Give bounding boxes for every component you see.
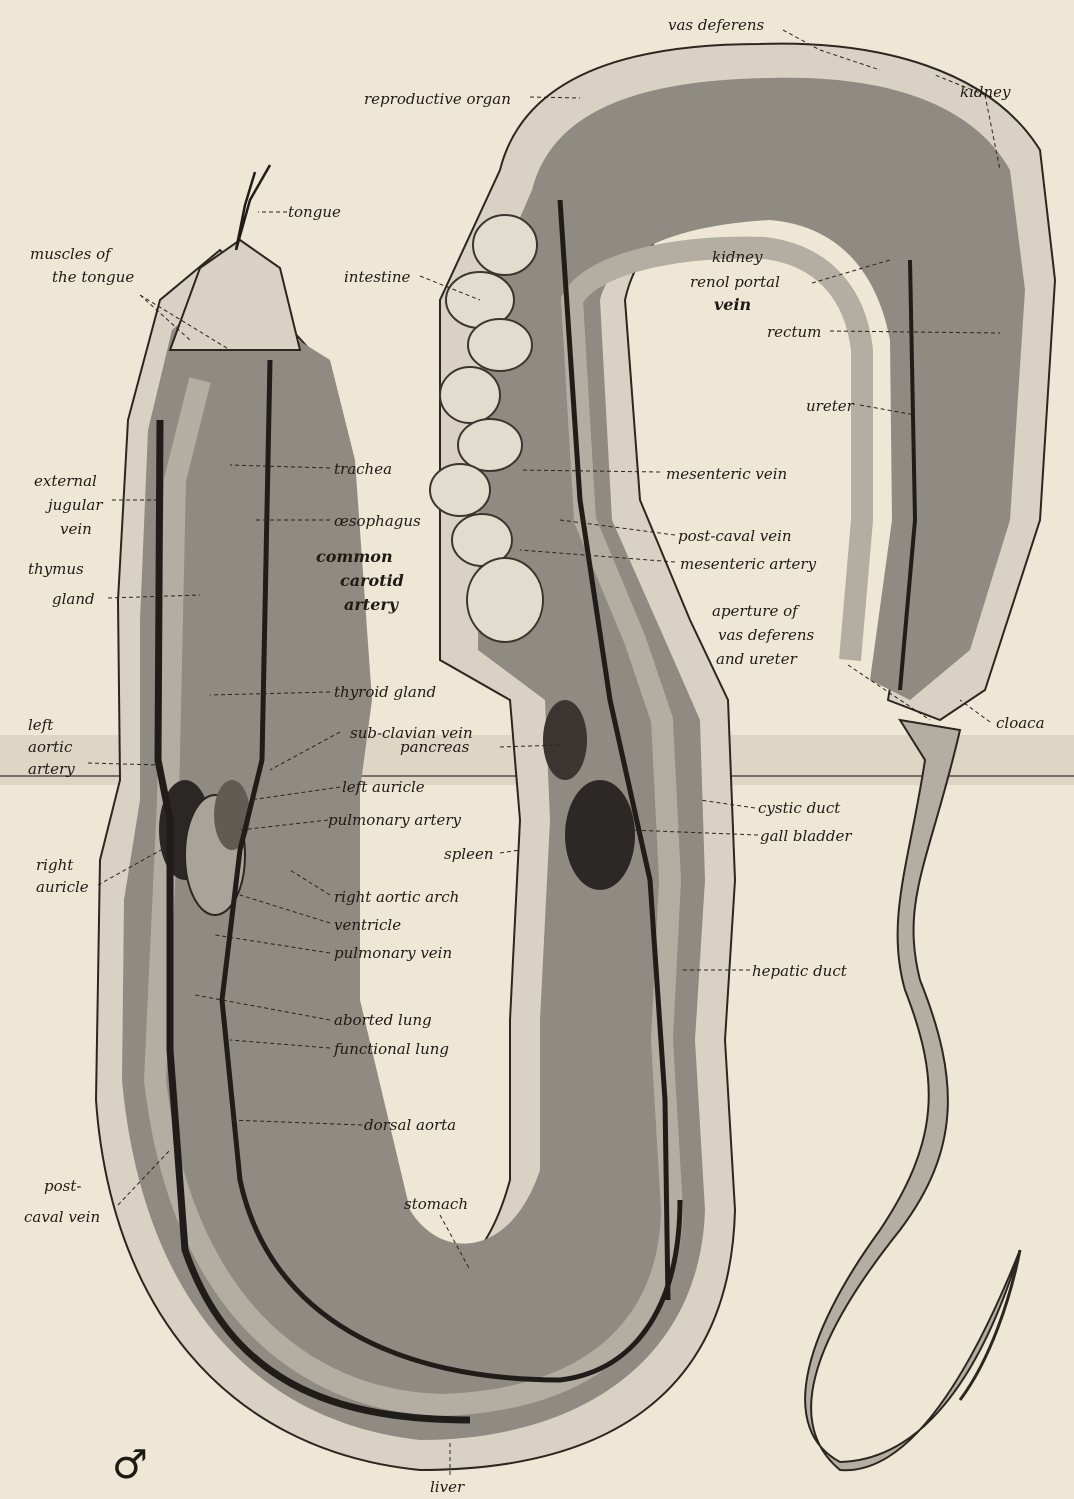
label-rectum: rectum — [767, 323, 821, 341]
label-functional-lung: functional lung — [333, 1040, 449, 1058]
label-intestine: intestine — [344, 268, 411, 286]
label-common-2: carotid — [340, 571, 404, 590]
label-spleen: spleen — [444, 845, 494, 863]
label-dorsal-aorta: dorsal aorta — [364, 1116, 456, 1134]
label-pulmonary-artery: pulmonary artery — [328, 811, 462, 829]
label-gall-bladder: gall bladder — [760, 827, 852, 845]
label-mesenteric-vein: mesenteric vein — [666, 465, 787, 483]
label-aperture-3: and ureter — [716, 650, 798, 668]
label-pulmonary-vein: pulmonary vein — [334, 944, 452, 962]
label-kidney-inner: kidney — [712, 248, 763, 266]
label-common-3: artery — [344, 595, 400, 614]
label-aperture-1: aperture of — [712, 602, 800, 620]
label-post-caval-2: caval vein — [24, 1208, 100, 1226]
label-hepatic-duct: hepatic duct — [752, 962, 848, 980]
label-vein-inner: vein — [714, 295, 751, 314]
label-post-caval-1: post- — [44, 1177, 81, 1195]
intestine-coil — [430, 464, 490, 516]
pancreas-mass — [543, 700, 587, 780]
label-left-aortic-3: artery — [28, 760, 75, 778]
label-external-3: vein — [60, 520, 92, 538]
label-right-auricle-2: auricle — [36, 878, 89, 896]
intestine-coil — [458, 419, 522, 471]
label-vas-deferens: vas deferens — [668, 16, 764, 34]
label-kidney-top: kidney — [960, 83, 1011, 101]
label-oesophagus: œsophagus — [334, 512, 421, 530]
label-stomach: stomach — [404, 1195, 468, 1213]
label-common-1: common — [316, 547, 393, 566]
label-cystic-duct: cystic duct — [758, 799, 841, 817]
intestine-coil — [467, 558, 543, 642]
label-ureter: ureter — [806, 397, 855, 415]
label-reproductive-organ: reproductive organ — [364, 90, 511, 108]
label-left-auricle: left auricle — [342, 778, 425, 796]
intestine-coil — [468, 319, 532, 371]
label-ventricle: ventricle — [334, 916, 401, 934]
label-thymus-2: gland — [52, 590, 95, 608]
label-tongue: tongue — [288, 203, 341, 221]
label-right-auricle-1: right — [36, 856, 74, 874]
label-aperture-2: vas deferens — [718, 626, 814, 644]
label-renol-portal: renol portal — [690, 273, 780, 291]
label-aborted-lung: aborted lung — [334, 1011, 432, 1029]
label-trachea: trachea — [334, 460, 392, 478]
label-liver: liver — [430, 1478, 465, 1496]
label-right-aortic-arch: right aortic arch — [334, 888, 459, 906]
intestine-coil — [440, 367, 500, 423]
label-muscles-1: muscles of — [30, 245, 113, 263]
label-mesenteric-artery: mesenteric artery — [680, 555, 817, 573]
label-thymus-1: thymus — [28, 560, 84, 578]
label-left-aortic-1: left — [28, 716, 54, 734]
label-pancreas: pancreas — [400, 738, 470, 756]
label-muscles-2: the tongue — [52, 268, 134, 286]
label-external-1: external — [34, 472, 97, 490]
label-cloaca: cloaca — [996, 714, 1045, 732]
gall-bladder-mass — [565, 780, 635, 890]
label-thyroid-gland: thyroid gland — [334, 683, 436, 701]
label-post-caval-right: post-caval vein — [678, 527, 792, 545]
male-symbol: ♂ — [112, 1442, 148, 1488]
label-external-2: jugular — [45, 496, 103, 514]
label-left-aortic-2: aortic — [28, 738, 73, 756]
intestine-coil — [473, 215, 537, 275]
